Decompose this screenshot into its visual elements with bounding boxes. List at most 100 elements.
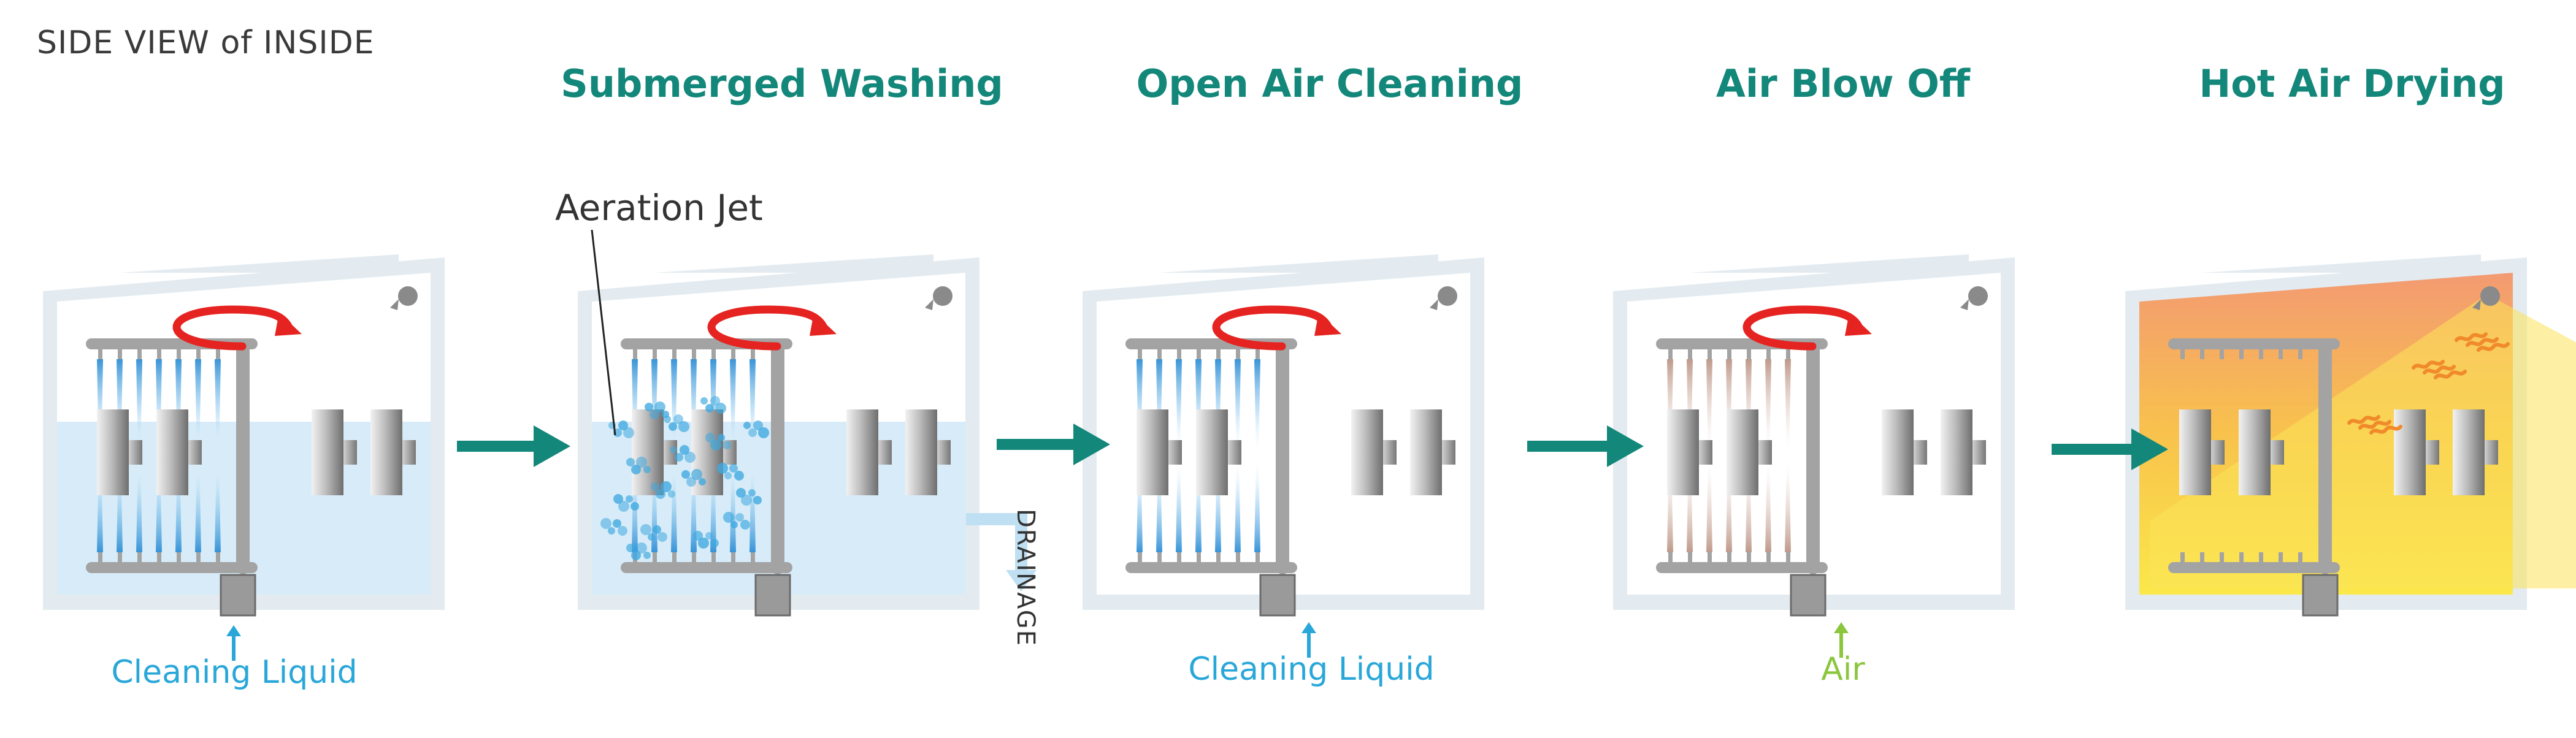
rack-stub	[1766, 348, 1771, 359]
rack-stub	[216, 552, 220, 563]
rotation-arrow-icon	[1742, 305, 1872, 351]
rack-stub	[1197, 552, 1201, 563]
rack-bottom-pipe	[86, 562, 258, 573]
chamber-2	[578, 254, 979, 617]
part-right-1	[312, 409, 357, 495]
rack-stub	[2279, 552, 2283, 563]
rack-vertical-pipe	[1806, 338, 1820, 574]
inlet-label-cleaning-liquid-1: Cleaning Liquid	[111, 654, 358, 691]
rack-stub	[1668, 552, 1673, 563]
rack-stub	[177, 348, 181, 359]
rack-stub	[731, 348, 735, 359]
drainage-label: DRAINAGE	[1011, 509, 1040, 647]
rack-stub	[2180, 348, 2185, 359]
rack-stub	[118, 552, 122, 563]
chamber-5	[2125, 254, 2576, 617]
rack-stub	[653, 552, 657, 563]
part-left-1	[632, 409, 677, 495]
rack-stub	[2239, 552, 2244, 563]
rack-stub	[177, 552, 181, 563]
rack-stub	[2298, 552, 2302, 563]
rack-bottom-pipe	[1656, 562, 1828, 573]
rack-stub	[1708, 348, 1712, 359]
inlet-box	[1790, 574, 1827, 617]
rack-stub	[1747, 552, 1751, 563]
rack-stub	[98, 552, 102, 563]
rack-stub	[2200, 552, 2204, 563]
inlet-arrow-icon	[226, 625, 241, 661]
part-right-2	[2453, 409, 2498, 495]
rotation-arrow-icon	[172, 305, 302, 351]
spray-jet	[1176, 457, 1182, 552]
spray-jet	[1765, 457, 1771, 552]
rack-stub	[2200, 348, 2204, 359]
rack-stub	[2220, 348, 2224, 359]
process-arrow-icon	[997, 424, 1110, 465]
spray-jet	[215, 359, 221, 457]
spray-jet	[1254, 457, 1260, 552]
spray-jet	[1765, 359, 1771, 457]
rack-stub	[2298, 348, 2302, 359]
stage-title-air-blow-off: Air Blow Off	[1715, 61, 1971, 106]
inlet-box	[2302, 574, 2339, 617]
inlet-label-cleaning-liquid-3: Cleaning Liquid	[1188, 651, 1435, 688]
rack-stub	[1708, 552, 1712, 563]
rack-stub	[1727, 348, 1731, 359]
spray-jet	[1235, 457, 1241, 552]
rack-stub	[672, 552, 677, 563]
spray-jet	[215, 457, 221, 552]
spray-jet	[1706, 359, 1712, 457]
spray-jet	[1176, 359, 1182, 457]
rack-stub	[2259, 552, 2263, 563]
spray-jet	[671, 457, 677, 552]
nozzle-icon	[925, 286, 953, 310]
rack-stub	[1138, 552, 1142, 563]
rack-stub	[1255, 552, 1260, 563]
spray-jet	[730, 359, 736, 457]
rack-stub	[672, 348, 677, 359]
diagram-header: SIDE VIEW of INSIDE	[37, 25, 375, 61]
rack-stub	[633, 348, 637, 359]
rack-stub	[1786, 552, 1790, 563]
rack-stub	[157, 348, 161, 359]
rack-stub	[1157, 552, 1162, 563]
rack-stub	[1138, 348, 1142, 359]
spray-jet	[1706, 457, 1712, 552]
spray-jet	[671, 359, 677, 457]
rack-stub	[751, 552, 755, 563]
spray-jet	[730, 457, 736, 552]
nozzle-icon	[1430, 286, 1457, 310]
rack-bottom-pipe	[621, 562, 792, 573]
part-left-2	[156, 409, 202, 495]
rack-vertical-pipe	[236, 338, 250, 574]
inlet-arrow-icon	[1834, 622, 1849, 658]
rack-stub	[2239, 348, 2244, 359]
stage-title-submerged-washing: Submerged Washing	[561, 61, 1003, 106]
rack-stub	[137, 552, 142, 563]
rack-top-pipe	[2168, 338, 2340, 349]
rack-stub	[2180, 552, 2185, 563]
rack-stub	[1688, 552, 1692, 563]
part-left-1	[2179, 409, 2225, 495]
heat-wave-icon	[2455, 332, 2510, 352]
rack-stub	[653, 348, 657, 359]
rack-stub	[196, 348, 201, 359]
drain-arrow-icon	[966, 513, 1037, 592]
rack-stub	[1177, 552, 1181, 563]
rack-vertical-pipe	[1276, 338, 1289, 574]
inlet-box	[1259, 574, 1296, 617]
rack-stub	[1197, 348, 1201, 359]
spray-jet	[1235, 359, 1241, 457]
aeration-jet-callout-line	[591, 229, 616, 436]
rack-stub	[731, 552, 735, 563]
hot-air-beam	[2150, 294, 2576, 588]
rotation-arrow-icon	[1212, 305, 1341, 351]
part-right-2	[905, 409, 951, 495]
rack-vertical-pipe	[771, 338, 784, 574]
rack-stub	[692, 348, 696, 359]
rack-stub	[711, 552, 716, 563]
part-left-2	[2239, 409, 2284, 495]
inlet-label-air: Air	[1821, 651, 1865, 688]
process-arrow-icon	[457, 425, 570, 467]
